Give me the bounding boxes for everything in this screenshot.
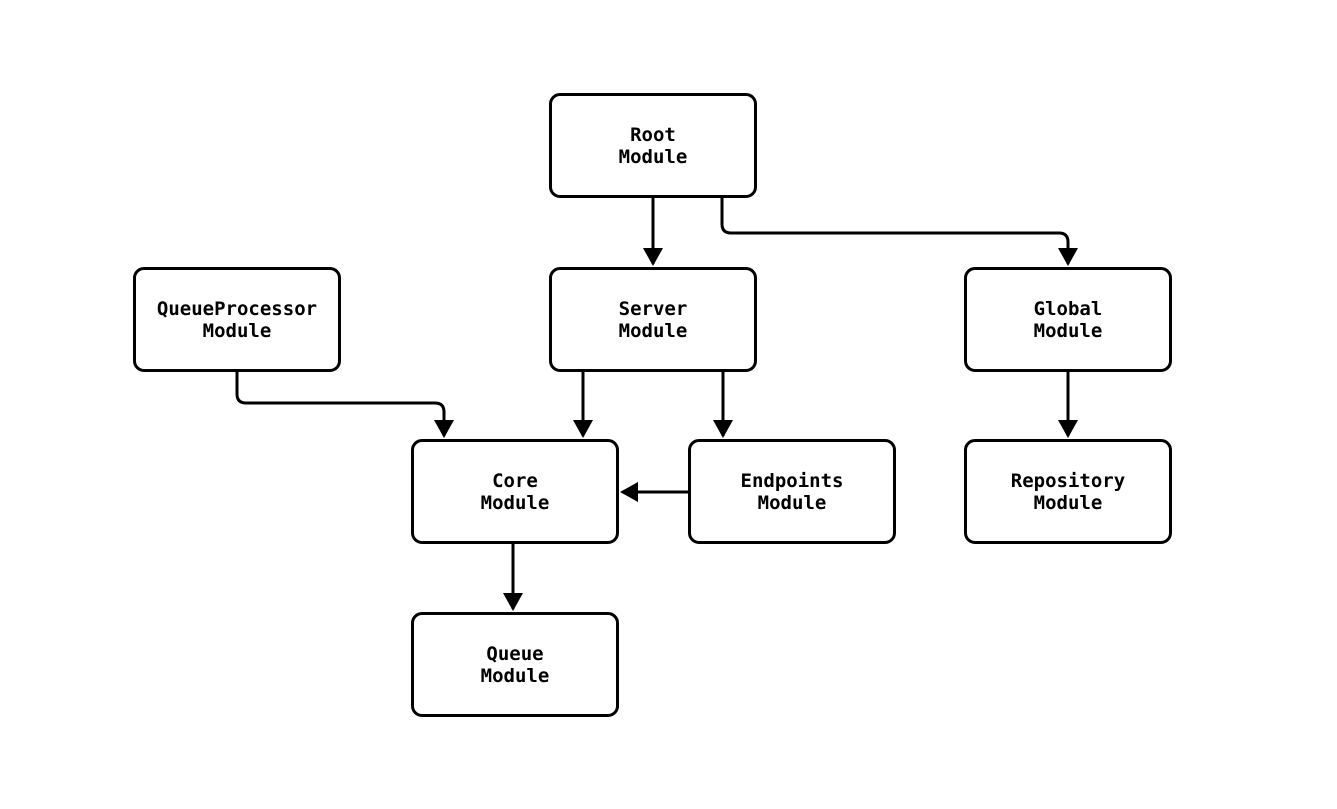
node-server-module: Server Module [549, 267, 757, 372]
node-queueprocessor-module: QueueProcessor Module [133, 267, 341, 372]
node-core-module: Core Module [411, 439, 619, 544]
node-endpoints-module: Endpoints Module [688, 439, 896, 544]
node-root-module: Root Module [549, 93, 757, 198]
node-repository-module: Repository Module [964, 439, 1172, 544]
node-global-module: Global Module [964, 267, 1172, 372]
node-queue-module: Queue Module [411, 612, 619, 717]
edge-root-to-global [720, 198, 1078, 266]
edge-group [235, 198, 1078, 611]
edge-queueprocessor-to-core [235, 372, 454, 438]
